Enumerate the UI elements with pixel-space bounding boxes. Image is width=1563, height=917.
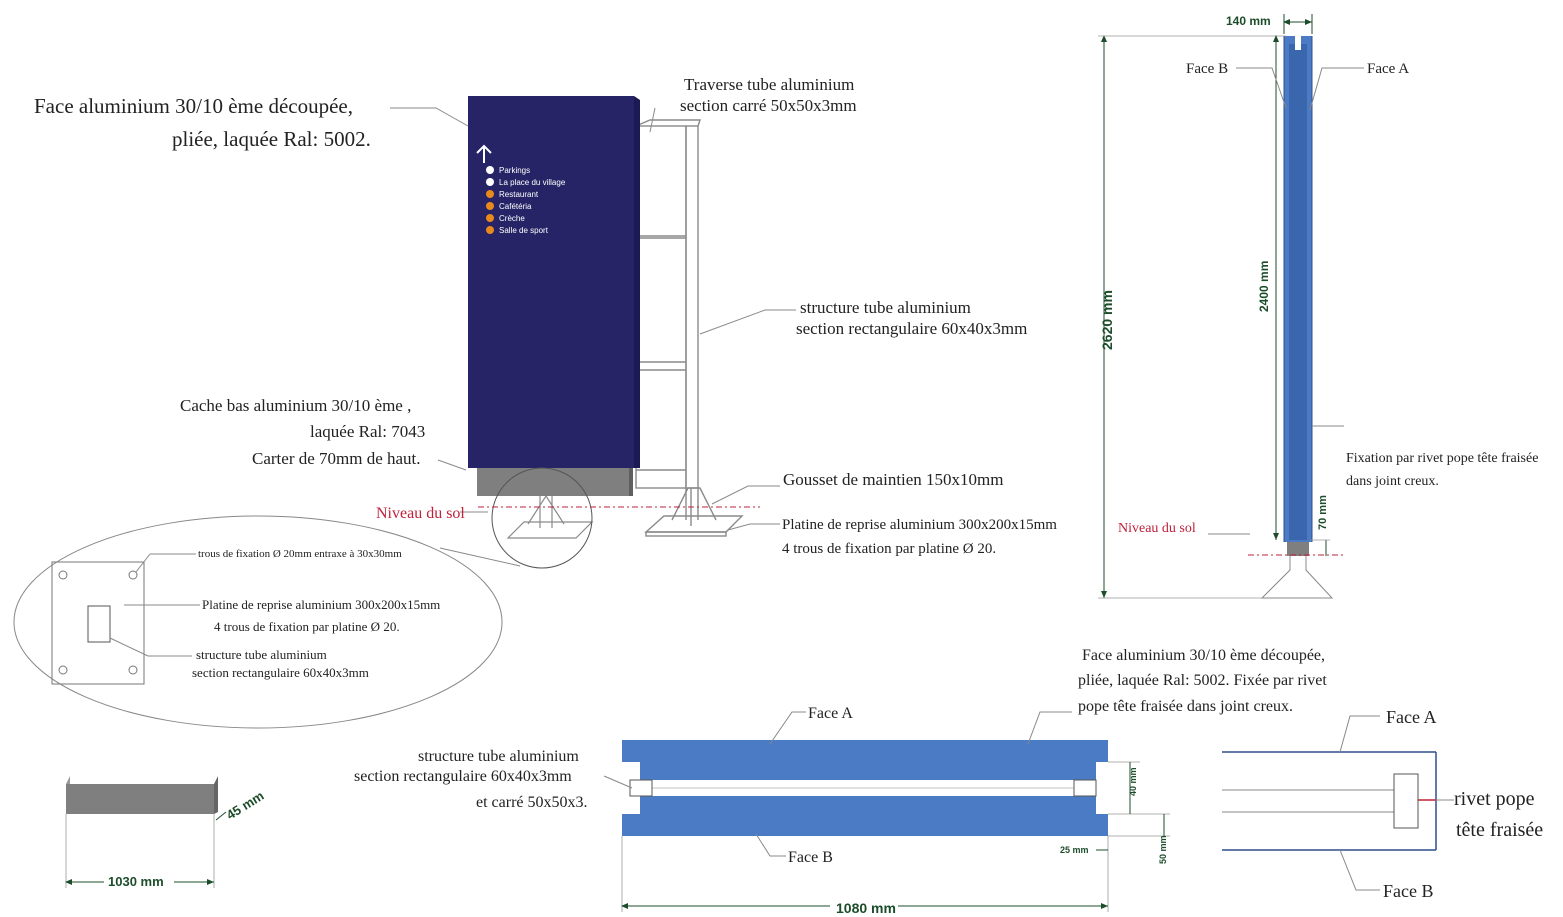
tube-right [1073, 779, 1097, 797]
top-structure-label-3: et carré 50x50x3. [476, 794, 588, 811]
panel-height-dim: 2400 mm [1257, 261, 1271, 312]
parking-icon [486, 166, 494, 174]
top-face-label-3: pope tête fraisée dans joint creux. [1078, 698, 1293, 715]
rivet-tube [1393, 773, 1419, 829]
cache-width-dim: 1030 mm [108, 874, 164, 889]
rivet-label-2: tête fraisée [1456, 819, 1543, 841]
bottom-carter [477, 468, 629, 496]
top-face-a-label: Face A [808, 705, 853, 722]
holes-label: trous de fixation Ø 20mm entraxe à 30x30… [198, 548, 402, 560]
dim-25: 25 mm [1060, 845, 1089, 855]
frame-structure [635, 119, 744, 537]
fixing-hole [128, 665, 138, 675]
joint-detail: Face A Face B rivet pope tête fraisée [1222, 707, 1543, 901]
fixing-hole [58, 570, 68, 580]
traverse-label-1: Traverse tube aluminium [684, 75, 854, 94]
restaurant-icon [486, 190, 494, 198]
gousset-label: Gousset de maintien 150x10mm [783, 470, 1004, 489]
sign-item-label: Parkings [499, 166, 530, 175]
fixation-label-1: Fixation par rivet pope tête fraisée [1346, 451, 1538, 466]
ground-label: Niveau du sol [376, 505, 465, 522]
side-carter [1287, 542, 1309, 556]
detail-circle [491, 467, 593, 569]
structure-label-2: section rectangulaire 60x40x3mm [796, 319, 1027, 338]
side-face-b: Face B [1186, 61, 1228, 77]
detail-ellipse: trous de fixation Ø 20mm entraxe à 30x30… [13, 515, 503, 729]
front-view: Parkings La place du villageRestaurantCaf… [34, 75, 1057, 569]
cache-label-1: Cache bas aluminium 30/10 ème , [180, 396, 411, 415]
rivet-label-1: rivet pope [1454, 788, 1535, 810]
side-width-dim: 140 mm [1226, 14, 1271, 28]
sign-item-label: Salle de sport [499, 226, 549, 235]
tube-section [87, 605, 111, 643]
sign-panel [468, 96, 634, 468]
sign-content: Parkings La place du villageRestaurantCaf… [476, 144, 566, 235]
sign-item-label: Cafétéria [499, 202, 532, 211]
structure-label-1: structure tube aluminium [800, 298, 971, 317]
village-icon [486, 178, 494, 186]
dim-40: 40 mm [1128, 767, 1138, 796]
side-face-a: Face A [1367, 61, 1409, 77]
total-height-dim: 2620 mm [1099, 290, 1115, 350]
platine-label-1: Platine de reprise aluminium 300x200x15m… [782, 517, 1057, 533]
top-structure-label-2: section rectangulaire 60x40x3mm [354, 768, 572, 785]
top-face-b [622, 796, 1108, 836]
platine-label-2: 4 trous de fixation par platine Ø 20. [782, 541, 996, 557]
detail-platine-label-1: Platine de reprise aluminium 300x200x15m… [202, 597, 440, 612]
dim-50: 50 mm [1158, 835, 1168, 864]
top-face-label-2: pliée, laquée Ral: 5002. Fixée par rivet [1078, 672, 1327, 689]
creche-icon [486, 214, 494, 222]
top-structure-label-1: structure tube aluminium [418, 748, 579, 765]
top-view: 1080 mm 40 mm 50 mm 25 mm Face A Face B … [354, 647, 1327, 916]
top-face-label-1: Face aluminium 30/10 ème découpée, [1082, 647, 1325, 664]
cache-label-3: Carter de 70mm de haut. [252, 449, 421, 468]
top-width-dim: 1080 mm [836, 900, 896, 916]
joint-face-a: Face A [1386, 707, 1436, 727]
cache-view: 1030 mm 45 mm [65, 776, 267, 889]
cache-piece [66, 784, 214, 814]
base-height-dim: 70 mm [1317, 495, 1329, 530]
cache-label-2: laquée Ral: 7043 [310, 422, 425, 441]
sign-item-label: La place du village [499, 178, 566, 187]
base-plate [51, 561, 145, 685]
cache-depth-dim: 45 mm [224, 788, 267, 823]
detail-structure-label-2: section rectangulaire 60x40x3mm [192, 665, 369, 680]
side-view: 140 mm 2620 mm 2400 mm 70 mm [1098, 14, 1538, 599]
top-face-a [622, 740, 1108, 780]
traverse-label-2: section carré 50x50x3mm [680, 96, 857, 115]
side-ground-label: Niveau du sol [1118, 521, 1196, 536]
sign-panel-side [634, 96, 640, 468]
top-face-b-label: Face B [788, 849, 833, 866]
fixing-hole [58, 665, 68, 675]
sign-item-label: Restaurant [499, 190, 539, 199]
tube-left [629, 779, 653, 797]
fixing-hole [128, 570, 138, 580]
cafeteria-icon [486, 202, 494, 210]
detail-structure-label-1: structure tube aluminium [196, 647, 327, 662]
face-label-2: pliée, laquée Ral: 5002. [172, 127, 371, 151]
sport-icon [486, 226, 494, 234]
face-label-1: Face aluminium 30/10 ème découpée, [34, 94, 353, 118]
joint-face-b: Face B [1383, 881, 1433, 901]
fixation-label-2: dans joint creux. [1346, 474, 1439, 489]
detail-platine-label-2: 4 trous de fixation par platine Ø 20. [214, 619, 400, 634]
sign-item-label: Crèche [499, 214, 525, 223]
up-arrow-icon [476, 144, 492, 163]
